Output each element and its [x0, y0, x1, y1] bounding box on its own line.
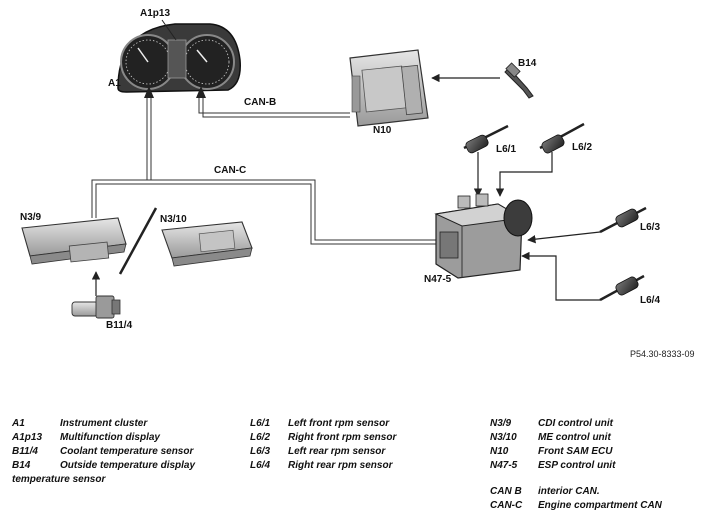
can-c-bus-line: [91, 86, 436, 245]
legend-code: L6/3: [250, 446, 271, 457]
legend-description: interior CAN.: [538, 486, 600, 497]
right-front-rpm-sensor-icon: [539, 122, 585, 154]
legend-row: N10 Front SAM ECU: [490, 446, 612, 457]
legend-description: Outside temperature display: [60, 460, 196, 471]
legend-description: ME control unit: [538, 432, 611, 443]
l6-4-arrow: [521, 251, 600, 301]
legend-row: N47-5 ESP control unit: [490, 460, 615, 471]
n3-9-label: N3/9: [20, 212, 42, 223]
n3-10-label: N3/10: [160, 214, 187, 225]
coolant-temperature-sensor-icon: [71, 295, 121, 319]
can-network-diagram: [21, 19, 647, 319]
legend-code: L6/4: [250, 460, 271, 471]
b11-4-label: B11/4: [106, 320, 133, 331]
legend-row: A1 Instrument cluster: [12, 418, 147, 429]
l6-3-arrow: [527, 231, 601, 244]
legend-code: L6/1: [250, 418, 271, 429]
legend-code: N47-5: [490, 460, 518, 471]
can-b-bus-line: [196, 86, 350, 118]
legend-description: Right front rpm sensor: [288, 432, 397, 443]
left-front-rpm-sensor-icon: [463, 124, 509, 154]
front-sam-ecu-icon: [349, 49, 429, 127]
figure-reference-number: P54.30-8333-09: [630, 349, 695, 359]
legend-code: B14: [12, 460, 31, 471]
legend-column-1: A1 Instrument cluster A1p13 Multifunction …: [12, 418, 252, 488]
cdi-control-unit-icon: [21, 217, 127, 265]
l6-4-label: L6/4: [640, 295, 661, 306]
legend-code: N3/10: [490, 432, 517, 443]
outside-temperature-sensor-icon: [504, 62, 534, 99]
a1p13-pointer-line: [161, 19, 177, 41]
legend-row: L6/3 Left rear rpm sensor: [250, 446, 385, 457]
legend-row: A1p13 Multifunction display: [12, 432, 160, 443]
legend-code: N3/9: [490, 418, 512, 429]
n10-label: N10: [373, 125, 392, 136]
legend-code: L6/2: [250, 432, 271, 443]
legend-description: Left front rpm sensor: [288, 418, 390, 429]
legend-row: L6/4 Right rear rpm sensor: [250, 460, 392, 471]
a1-label: A1: [108, 78, 121, 89]
legend-description: Coolant temperature sensor: [60, 446, 194, 457]
can-c-label: CAN-C: [214, 165, 247, 176]
b14-label: B14: [518, 58, 537, 69]
legend-code: A1p13: [12, 432, 43, 443]
legend-description: Front SAM ECU: [538, 446, 613, 457]
legend-description: Left rear rpm sensor: [288, 446, 386, 457]
legend-row: L6/1 Left front rpm sensor: [250, 418, 389, 429]
left-rear-rpm-sensor-icon: [599, 206, 647, 234]
me-control-unit-icon: [161, 221, 253, 267]
legend-description: CDI control unit: [538, 418, 613, 429]
legend-column-3: N3/9 CDI control unit N3/10 ME control uni…: [490, 418, 700, 514]
legend-code: CAN B: [490, 486, 522, 497]
legend-row: N3/10 ME control unit: [490, 432, 611, 443]
legend-row: CAN-C Engine compartment CAN: [490, 500, 662, 511]
legend-code: N10: [490, 446, 509, 457]
l6-2-arrow: [495, 152, 553, 197]
legend-description: Multifunction display: [60, 432, 160, 443]
l6-1-label: L6/1: [496, 144, 517, 155]
legend-row-continuation: temperature sensor: [12, 474, 105, 485]
can-b-label: CAN-B: [244, 97, 277, 108]
legend-description: ESP control unit: [538, 460, 616, 471]
legend-column-2: L6/1 Left front rpm sensor L6/2 Right fron…: [250, 418, 470, 478]
legend-description: Right rear rpm sensor: [288, 460, 393, 471]
legend-row: B11/4 Coolant temperature sensor: [12, 446, 193, 457]
legend-description: Instrument cluster: [60, 418, 148, 429]
legend-row: L6/2 Right front rpm sensor: [250, 432, 396, 443]
instrument-cluster-icon: [117, 23, 241, 93]
variant-separator-line: [118, 207, 158, 275]
l6-3-label: L6/3: [640, 222, 661, 233]
n47-5-label: N47-5: [424, 274, 452, 285]
right-rear-rpm-sensor-icon: [599, 274, 645, 302]
legend-description: Engine compartment CAN: [538, 500, 662, 511]
legend-code: B11/4: [12, 446, 38, 457]
legend-description: temperature sensor: [12, 474, 106, 485]
a1p13-label: A1p13: [140, 8, 171, 19]
l6-2-label: L6/2: [572, 142, 593, 153]
legend-row: N3/9 CDI control unit: [490, 418, 613, 429]
esp-control-unit-icon: [434, 193, 533, 279]
legend-code: CAN-C: [490, 500, 523, 511]
legend-row: B14 Outside temperature display: [12, 460, 195, 471]
legend-code: A1: [12, 418, 25, 429]
legend-row: CAN B interior CAN.: [490, 486, 600, 497]
